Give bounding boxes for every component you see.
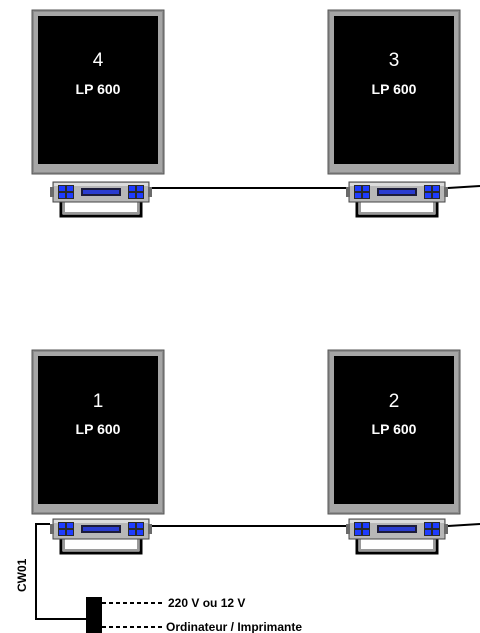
display-4: 4 LP 600 [31, 9, 165, 175]
display-number: 3 [389, 50, 400, 71]
display-number: 4 [93, 50, 104, 71]
cw01-cable [35, 523, 86, 620]
power-label: 220 V ou 12 V [168, 596, 245, 610]
computer-label: Ordinateur / Imprimante [166, 620, 302, 633]
cable-top [152, 185, 480, 189]
controller-4 [48, 180, 154, 218]
display-model: LP 600 [76, 81, 121, 97]
controller-2 [344, 517, 450, 555]
display-2: 2 LP 600 [327, 349, 461, 515]
cable-bottom [152, 523, 480, 527]
display-model: LP 600 [372, 421, 417, 437]
cable-label: CW01 [15, 558, 29, 592]
controller-1 [48, 517, 154, 555]
display-3: 3 LP 600 [327, 9, 461, 175]
display-model: LP 600 [372, 81, 417, 97]
display-1: 1 LP 600 [31, 349, 165, 515]
display-number: 1 [93, 391, 104, 412]
display-model: LP 600 [76, 421, 121, 437]
controller-3 [344, 180, 450, 218]
interface-box [86, 597, 102, 633]
display-number: 2 [389, 391, 400, 412]
